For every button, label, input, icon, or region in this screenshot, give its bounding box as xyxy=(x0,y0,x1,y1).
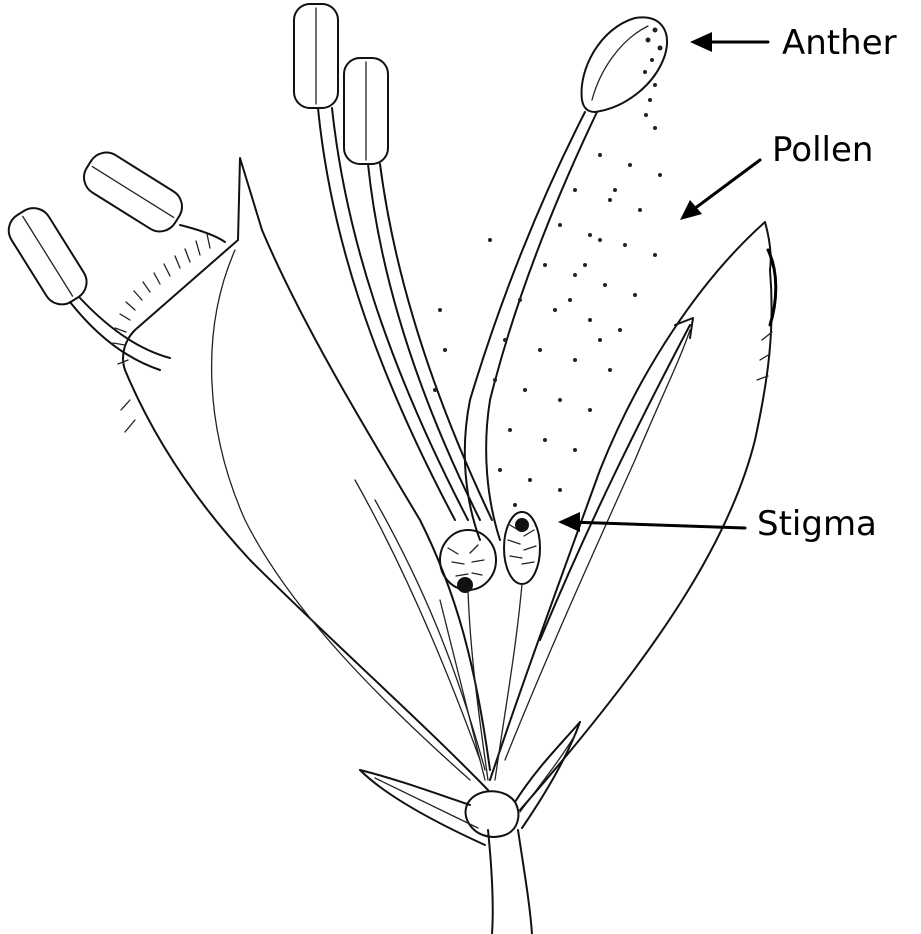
lower-left-bract xyxy=(359,769,486,846)
right-lemma xyxy=(489,221,778,811)
center-lines xyxy=(354,479,523,781)
pollen-cloud xyxy=(433,27,663,507)
node xyxy=(464,790,520,838)
anther-left xyxy=(83,151,183,233)
anther-far-left xyxy=(7,207,88,306)
inner-arrow xyxy=(539,317,694,641)
stigma-label: Stigma xyxy=(757,504,877,544)
anther-arrow xyxy=(690,32,770,52)
stem xyxy=(487,829,533,934)
lower-right-bract xyxy=(514,721,581,829)
anther-label: Anther xyxy=(782,23,897,63)
left-filaments xyxy=(69,224,226,371)
anther-top-left xyxy=(293,3,469,521)
anther-upper-right xyxy=(463,16,668,541)
pollen-arrow xyxy=(680,158,762,220)
stigma-arrow xyxy=(558,512,747,532)
anther-top-right xyxy=(343,57,493,521)
pollen-label: Pollen xyxy=(772,130,874,170)
left-glume xyxy=(112,157,491,791)
stigma-right xyxy=(503,511,541,585)
